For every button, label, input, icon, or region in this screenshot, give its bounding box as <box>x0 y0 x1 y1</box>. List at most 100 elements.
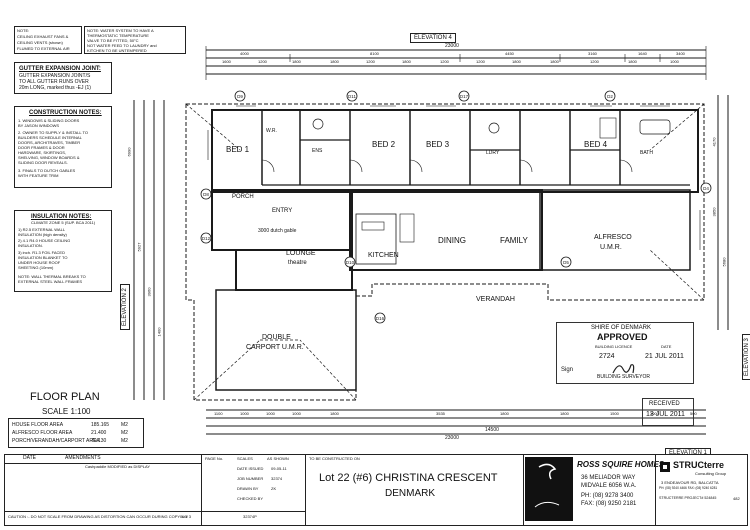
note-line: NOT WATER FEED TO LAUNDRY and <box>87 43 157 48</box>
engineer-project-number: 482 <box>733 496 740 501</box>
construction-line: 2. OWNER TO SUPPLY & INSTALL TO <box>18 130 89 135</box>
dim-bottom: 1100 <box>214 411 223 416</box>
construction-line: WITH FEATURE TRIM <box>18 173 59 178</box>
gutter-line: 20m LONG, marked thus -EJ (1) <box>19 85 91 91</box>
dim-top: 3400 <box>676 51 685 56</box>
dim-bottom: 1800 <box>560 411 569 416</box>
dim-bottom: 1800 <box>500 411 509 416</box>
insulation-line: SHEETING (10mm) <box>18 265 54 270</box>
dim-top: 3160 <box>588 51 597 56</box>
gutter-line: TO ALL GUTTER RUNS OVER <box>19 79 89 85</box>
construction-line: 3. FINALS TO DUTCH GABLES <box>18 168 76 173</box>
construction-line: HARDWARE, SKIRTINGS, <box>18 150 67 155</box>
construction-line: SLIDING DOOR REVEALS. <box>18 160 68 165</box>
scales-label: SCALES <box>237 456 253 461</box>
scales-value: AS SHOWN <box>267 456 289 461</box>
divider <box>201 455 202 525</box>
dim-top: 8100 <box>370 51 379 56</box>
note-line: VALVE TO BE FITTED, 50°C <box>87 38 139 43</box>
divider <box>523 455 524 525</box>
insulation-line: NOTE: WALL THERMAL BREAKS TO <box>18 274 86 279</box>
date-label: DATE <box>23 455 36 461</box>
note-line: CEILING EXHAUST FANS & <box>17 34 69 39</box>
room-ldry: LDRY <box>486 150 500 156</box>
construction-line: 1. WINDOWS & SLIDING DOORS <box>18 118 80 123</box>
stamp-sign: Sign <box>561 367 574 373</box>
engineer-name: STRUCterre <box>673 460 725 470</box>
room-umr: U.M.R. <box>600 244 622 251</box>
room-verandah: VERANDAH <box>476 296 515 303</box>
company-logo <box>525 457 573 521</box>
insulation-line: 1) R2.5 EXTERNAL WALL <box>18 227 66 232</box>
dim-bottom: 1800 <box>330 411 339 416</box>
stamp-num: 2724 <box>599 353 615 360</box>
logo-mark-icon <box>534 463 560 508</box>
divider <box>5 511 305 512</box>
note-line: NOTE: WATER SYSTEM TO HAVE A <box>87 28 154 33</box>
room-theatre: theatre <box>288 260 307 266</box>
received-date: 13 JUL 2011 <box>646 411 685 418</box>
dim-left: 1400 <box>156 327 162 337</box>
insulation-line: INSULATION (high density) <box>18 232 67 237</box>
dim-top-row2: 1200 <box>366 59 375 64</box>
svg-text:D5: D5 <box>563 260 569 265</box>
room-dining: DINING <box>438 236 466 245</box>
received-stamp: RECEIVED 13 JUL 2011 <box>642 398 694 426</box>
received-label: RECEIVED <box>649 401 680 407</box>
note-water-system: NOTE: WATER SYSTEM TO HAVE A THERMOSTATI… <box>84 26 186 54</box>
room-wr: W.R. <box>266 128 277 134</box>
dim-top-row2: 1800 <box>512 59 521 64</box>
svg-text:D9: D9 <box>237 94 243 99</box>
area-label: HOUSE FLOOR AREA <box>12 422 64 428</box>
dim-top-row2: 1800 <box>628 59 637 64</box>
pages-text: 1 of 3 <box>181 514 192 519</box>
suburb: DENMARK <box>385 488 436 499</box>
dim-bottom-overall: 23000 <box>445 435 459 441</box>
sheet-ref: 32374P <box>243 514 257 519</box>
dim-top: 4000 <box>240 51 249 56</box>
area-label: ALFRESCO FLOOR AREA <box>12 430 73 436</box>
dim-top-row2: 1800 <box>330 59 339 64</box>
dim-right: 4170 <box>711 137 717 147</box>
stamp-approved: APPROVED <box>597 332 648 342</box>
dim-left: 5927 <box>136 242 142 252</box>
dim-top-row2: 1200 <box>590 59 599 64</box>
engineer-phone: PH: (08) 9240 4466 FAX: (08) 9240 6281 <box>659 486 718 490</box>
insulation-line: UNDER HOUSE ROOF <box>18 260 61 265</box>
dim-top-row2: 1800 <box>550 59 559 64</box>
room-bed-2: BED 2 <box>372 140 396 149</box>
dim-bottom: 1000 <box>266 411 275 416</box>
note-line: KITCHEN TO BE UNTEMPERED <box>87 48 147 53</box>
date-issued-value: 09-05-11 <box>271 466 287 471</box>
dim-right: 5680 <box>721 257 727 267</box>
caution-text: CAUTION :- DO NOT SCALE FROM DRAWING AS … <box>8 514 188 519</box>
room-alfresco: ALFRESCO <box>594 234 632 241</box>
gutter-expansion-note: GUTTER EXPANSION JOINT: GUTTER EXPANSION… <box>14 62 112 94</box>
elevation-top: ELEVATION 4 <box>410 33 456 43</box>
stamp-date: 21 JUL 2011 <box>645 353 684 360</box>
company-address-1: 36 MELIADOR WAY <box>581 475 636 481</box>
svg-text:D8: D8 <box>203 192 209 197</box>
dim-top-row2: 1000 <box>670 59 679 64</box>
construction-line: BUILDERS SCHEDULE INTERNAL <box>18 135 82 140</box>
approval-stamp: SHIRE OF DENMARK APPROVED BUILDING LICEN… <box>556 322 694 384</box>
room-bed-4: BED 4 <box>584 140 608 149</box>
room-bed-3: BED 3 <box>426 140 450 149</box>
insulation-line: 3) inch. R1.3 FOIL FACED <box>18 250 65 255</box>
construction-line: BY JASON WINDOWS <box>18 123 60 128</box>
drawn-label: DRAWN BY <box>237 486 259 491</box>
dim-top-row2: 1200 <box>476 59 485 64</box>
room-bath: BATH <box>640 150 653 156</box>
dim-top: 1640 <box>638 51 647 56</box>
engineer-sub: Consulting Group <box>695 471 727 476</box>
area-value: 70.130 <box>91 438 107 444</box>
area-table: HOUSE FLOOR AREA 185.165 M2 ALFRESCO FLO… <box>8 418 144 448</box>
job-number-value: 32374 <box>271 476 283 481</box>
insulation-line: EXTERNAL STEEL WALL FRAMES <box>18 279 83 284</box>
note-line: FLUMED TO EXTERNAL AIR <box>17 46 70 51</box>
job-number-label: JOB NUMBER <box>237 476 264 481</box>
construction-line: DOOR FRAMES & DOOR <box>18 145 65 150</box>
floor-plan-scale: SCALE 1:100 <box>42 407 91 416</box>
svg-text:D4: D4 <box>703 186 709 191</box>
